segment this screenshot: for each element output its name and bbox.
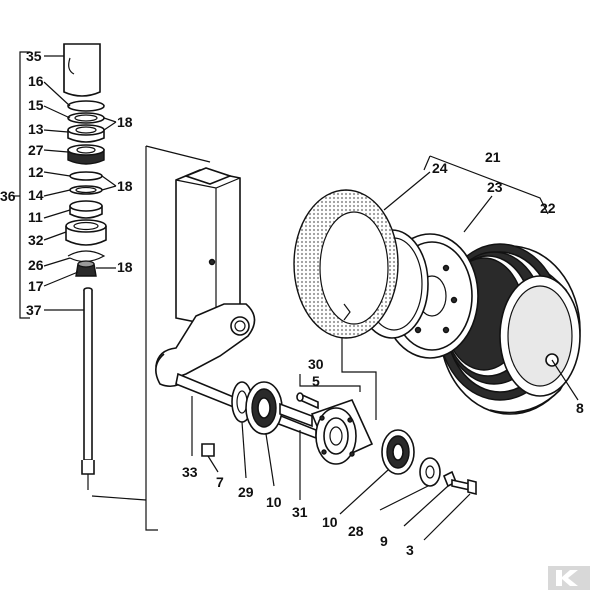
callout-36: 36 (0, 188, 16, 204)
castle-nut-17 (75, 260, 97, 277)
callout-18-top: 18 (117, 114, 133, 130)
wheel-stud-5 (296, 392, 319, 410)
callout-28: 28 (348, 523, 364, 539)
callout-26: 26 (28, 257, 44, 273)
spacer-tube-31 (279, 402, 313, 500)
callout-23: 23 (487, 179, 503, 195)
hub-bracket-lines (299, 330, 377, 420)
washer-28 (379, 457, 441, 511)
callout-5: 5 (312, 373, 320, 389)
callout-27: 27 (28, 142, 44, 158)
callout-17: 17 (28, 278, 44, 294)
wheel-bracket-21 (423, 155, 549, 215)
wheel-hub-30 (310, 399, 374, 465)
ring-15 (67, 112, 105, 124)
callout-31: 31 (292, 504, 308, 520)
leg-bracket (175, 167, 241, 327)
callout-21: 21 (485, 149, 501, 165)
callout-labels: 35 16 15 13 27 12 14 11 32 26 17 37 36 1… (0, 48, 584, 558)
callout-33: 33 (182, 464, 198, 480)
callout-11: 11 (28, 209, 43, 225)
callout-8: 8 (576, 400, 584, 416)
callout-16: 16 (28, 73, 44, 89)
callout-32: 32 (28, 232, 44, 248)
callout-24: 24 (432, 160, 448, 176)
upright-tube-35 (63, 43, 101, 97)
frame-guide-lines (91, 145, 211, 531)
callout-12: 12 (28, 164, 44, 180)
ball-bearing-10-right (339, 429, 415, 515)
ring-16 (67, 100, 105, 112)
callout-3: 3 (406, 542, 414, 558)
callout-10-left: 10 (266, 494, 282, 510)
ring-14 (69, 185, 103, 195)
ring-12 (69, 171, 103, 181)
callout-29: 29 (238, 484, 254, 500)
grease-nipple-7 (201, 443, 219, 473)
circlip-26 (67, 250, 106, 263)
callout-37: 37 (26, 302, 42, 318)
bearing-cone-11 (69, 200, 103, 219)
assembly-bracket-36 (14, 51, 30, 319)
kingpin-37 (81, 287, 95, 490)
tyre-ring-24 (293, 171, 431, 339)
callout-18-middle: 18 (117, 178, 133, 194)
bolt-3 (423, 478, 477, 541)
callout-35: 35 (26, 48, 42, 64)
callout-14: 14 (28, 187, 44, 203)
leader-lines-left (43, 55, 117, 311)
callout-18-lower: 18 (117, 259, 133, 275)
callout-9: 9 (380, 533, 388, 549)
callout-15: 15 (28, 97, 44, 113)
callout-22: 22 (540, 200, 556, 216)
bearing-housing-32 (65, 219, 107, 246)
bearing-cup-13 (67, 124, 105, 143)
ball-bearing-10-left (245, 381, 283, 487)
callout-10-right: 10 (322, 514, 338, 530)
callout-13: 13 (28, 121, 44, 137)
brand-logo (548, 566, 590, 590)
callout-7: 7 (216, 474, 224, 490)
nut-9 (403, 470, 458, 527)
callout-30: 30 (308, 356, 324, 372)
roller-bearing-27 (67, 144, 105, 165)
swing-arm (155, 303, 256, 388)
